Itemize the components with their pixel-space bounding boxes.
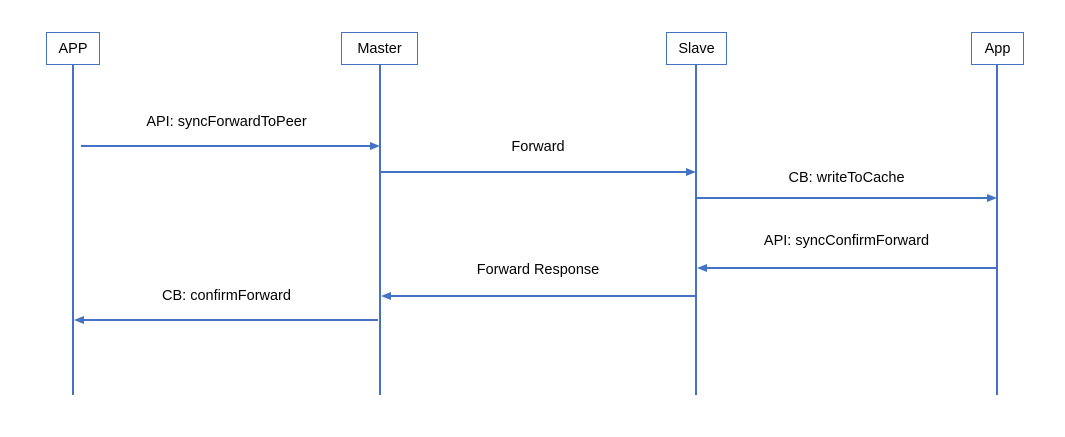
- lifeline-app-right: [996, 65, 998, 395]
- arrowhead-left-icon: [697, 263, 707, 272]
- message-label-sync-forward-to-peer: API: syncForwardToPeer: [146, 114, 307, 130]
- arrowhead-right-icon: [987, 193, 997, 202]
- lifeline-slave: [695, 65, 697, 395]
- actor-box-master: Master: [341, 32, 418, 65]
- arrowhead-right-icon: [370, 141, 380, 150]
- arrowhead-right-icon: [686, 167, 696, 176]
- lifeline-app-left: [72, 65, 74, 395]
- message-line: [697, 197, 988, 199]
- message-label-forward-response: Forward Response: [476, 262, 600, 278]
- actor-box-slave: Slave: [666, 32, 727, 65]
- actor-box-app-right: App: [971, 32, 1024, 65]
- arrowhead-left-icon: [381, 291, 391, 300]
- message-line: [706, 267, 997, 269]
- message-line: [81, 145, 371, 147]
- lifeline-master: [379, 65, 381, 395]
- actor-box-app-left: APP: [46, 32, 100, 65]
- actor-label: Master: [357, 40, 402, 57]
- actor-label: APP: [58, 40, 88, 57]
- message-line: [390, 295, 696, 297]
- message-label-confirm-forward: CB: confirmForward: [162, 288, 291, 304]
- actor-label: Slave: [678, 40, 715, 57]
- message-label-forward: Forward: [511, 139, 565, 155]
- message-label-write-to-cache: CB: writeToCache: [788, 170, 905, 186]
- message-line: [380, 171, 687, 173]
- actor-label: App: [984, 40, 1011, 57]
- message-line: [83, 319, 378, 321]
- arrowhead-left-icon: [74, 315, 84, 324]
- message-label-sync-confirm-forward: API: syncConfirmForward: [763, 233, 930, 249]
